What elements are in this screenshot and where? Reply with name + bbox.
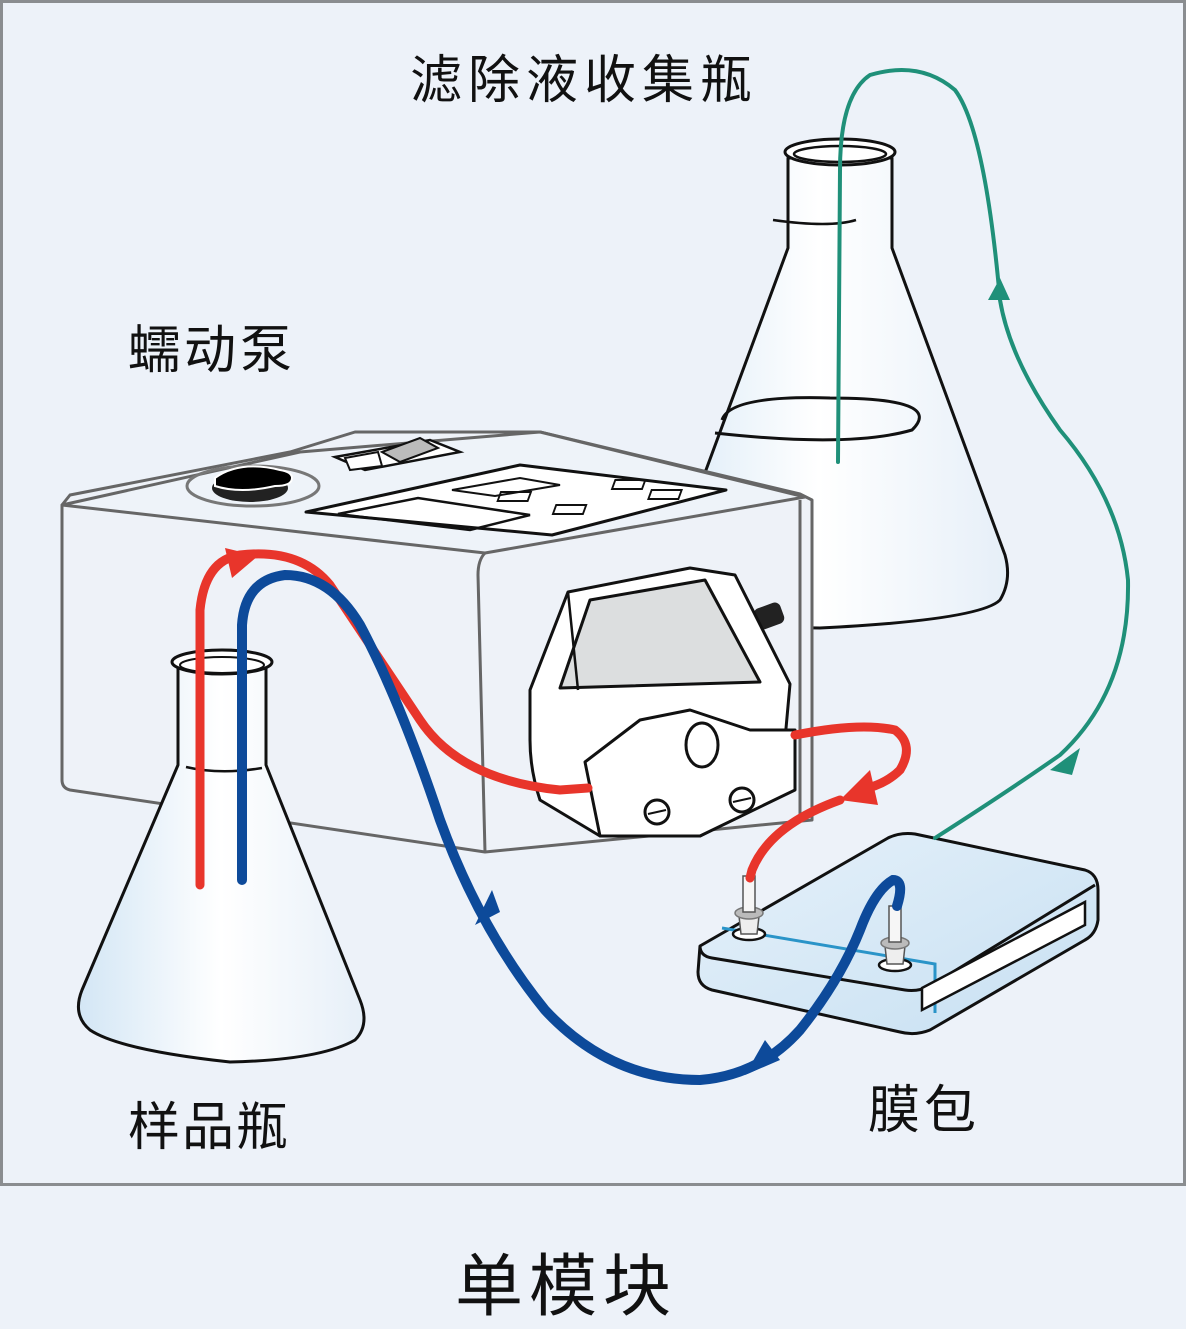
caption: 单模块 — [455, 1248, 677, 1327]
label-sample-bottle: 样品瓶 — [128, 1098, 290, 1158]
label-membrane-cassette: 膜包 — [868, 1081, 980, 1141]
power-switch — [330, 436, 465, 472]
permeate-arrow-right-icon — [1050, 748, 1080, 775]
label-peristaltic-pump: 蠕动泵 — [128, 321, 296, 381]
pump-knob — [185, 464, 321, 508]
feed-arrow-down-icon — [840, 770, 878, 805]
label-filtrate-bottle: 滤除液收集瓶 — [410, 51, 758, 111]
membrane-cassette — [696, 832, 1100, 1036]
feed-arrow-up-icon — [225, 548, 258, 578]
retentate-arrow-up-icon — [475, 890, 500, 925]
retentate-arrow-down-icon — [745, 1040, 780, 1075]
control-panel — [304, 463, 728, 537]
cassette-inlet-connector — [731, 875, 767, 942]
cassette-outlet-connector — [877, 905, 913, 973]
permeate-line — [836, 68, 1131, 840]
pump-head — [528, 566, 797, 838]
permeate-arrow-up-icon — [988, 278, 1010, 300]
retentate-line — [237, 569, 906, 1086]
